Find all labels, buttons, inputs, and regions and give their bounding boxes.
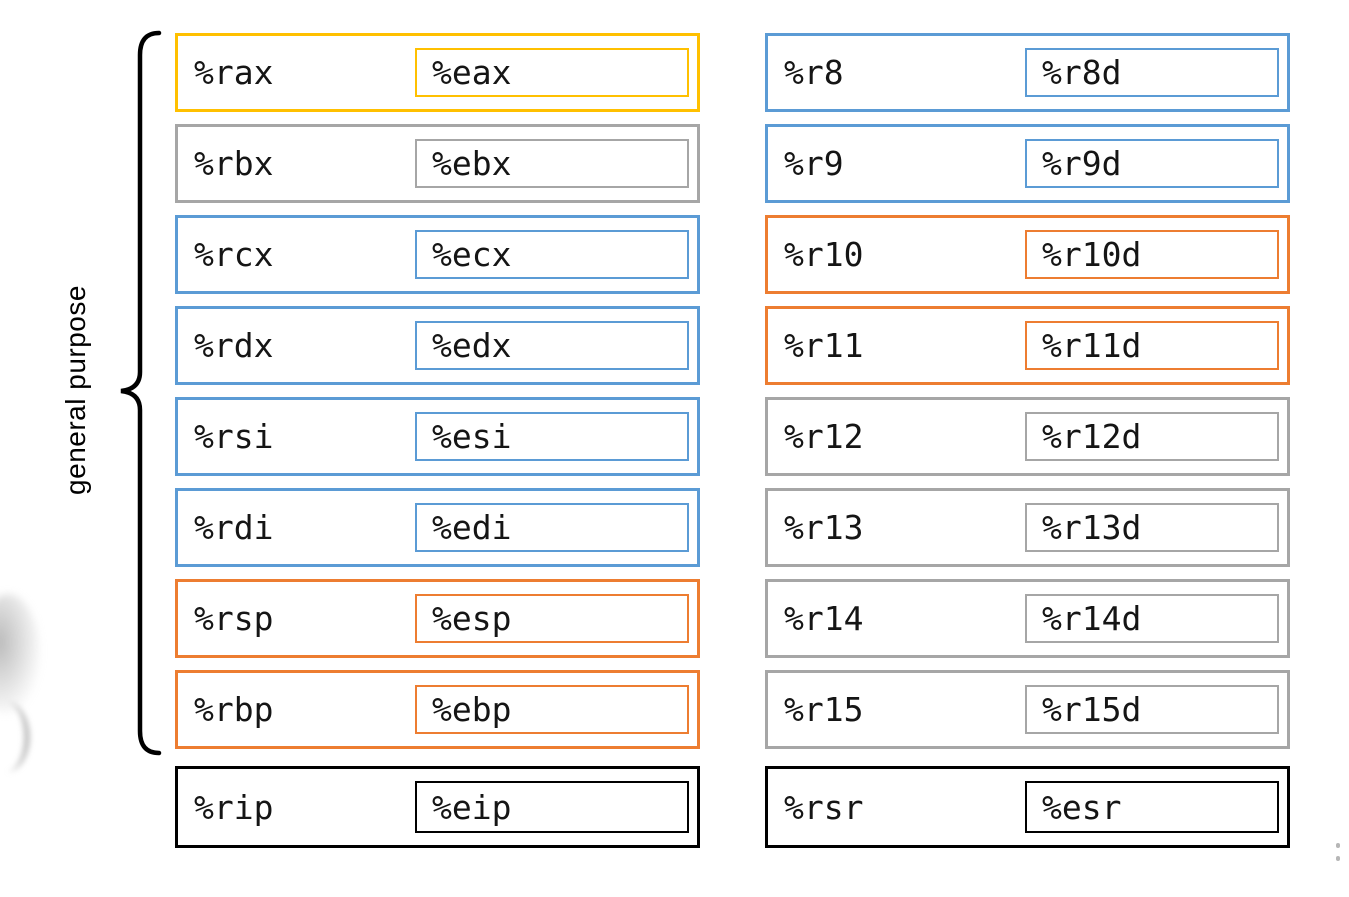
- register-32bit-box: %r11d: [1025, 321, 1279, 370]
- register-32bit-label: %r15d: [1042, 690, 1142, 729]
- register-32bit-label: %eip: [432, 787, 512, 827]
- register-32bit-box: %edi: [415, 503, 689, 552]
- register-32bit-label: %edx: [432, 326, 512, 365]
- register-row-r9: %r9 %r9d: [765, 124, 1290, 203]
- register-64bit-label: %rax: [194, 53, 274, 92]
- register-row-rcx: %rcx %ecx: [175, 215, 700, 294]
- general-purpose-label-text: general purpose: [60, 285, 91, 495]
- register-32bit-label: %ebp: [432, 690, 512, 729]
- register-32bit-label: %r9d: [1042, 144, 1122, 183]
- register-row-rip: %rip %eip: [175, 766, 700, 848]
- page-edge-speck: [1336, 856, 1340, 861]
- register-32bit-box: %r12d: [1025, 412, 1279, 461]
- register-64bit-label: %rsp: [194, 599, 274, 638]
- cropped-photo-fragment-edge: [0, 702, 30, 772]
- register-32bit-box: %ebx: [415, 139, 689, 188]
- register-row-r10: %r10 %r10d: [765, 215, 1290, 294]
- register-row-rax: %rax %eax: [175, 33, 700, 112]
- register-32bit-box: %r8d: [1025, 48, 1279, 97]
- register-64bit-label: %r15: [784, 690, 864, 729]
- register-32bit-label: %esi: [432, 417, 512, 456]
- register-32bit-label: %ebx: [432, 144, 512, 183]
- register-row-rsr: %rsr %esr: [765, 766, 1290, 848]
- register-64bit-label: %r12: [784, 417, 864, 456]
- register-32bit-box: %esr: [1025, 781, 1279, 833]
- register-32bit-label: %r13d: [1042, 508, 1142, 547]
- register-32bit-box: %esp: [415, 594, 689, 643]
- register-32bit-box: %r14d: [1025, 594, 1279, 643]
- register-column-right: %r8 %r8d %r9 %r9d %r10 %r10d %r11 %r11d …: [765, 33, 1290, 860]
- register-64bit-label: %rsr: [784, 787, 864, 827]
- register-64bit-label: %r13: [784, 508, 864, 547]
- register-32bit-label: %r12d: [1042, 417, 1142, 456]
- register-32bit-label: %r11d: [1042, 326, 1142, 365]
- register-64bit-label: %r9: [784, 144, 844, 183]
- register-32bit-box: %ebp: [415, 685, 689, 734]
- register-64bit-label: %rbp: [194, 690, 274, 729]
- register-32bit-label: %esr: [1042, 787, 1122, 827]
- register-row-rbp: %rbp %ebp: [175, 670, 700, 749]
- register-32bit-box: %eip: [415, 781, 689, 833]
- register-32bit-box: %r13d: [1025, 503, 1279, 552]
- register-row-rbx: %rbx %ebx: [175, 124, 700, 203]
- register-32bit-label: %edi: [432, 508, 512, 547]
- register-row-r15: %r15 %r15d: [765, 670, 1290, 749]
- general-purpose-brace: [120, 30, 162, 756]
- register-32bit-label: %r10d: [1042, 235, 1142, 274]
- register-64bit-label: %r8: [784, 53, 844, 92]
- register-32bit-label: %ecx: [432, 235, 512, 274]
- register-32bit-box: %esi: [415, 412, 689, 461]
- register-32bit-box: %r10d: [1025, 230, 1279, 279]
- register-row-rsi: %rsi %esi: [175, 397, 700, 476]
- register-64bit-label: %rcx: [194, 235, 274, 274]
- register-32bit-label: %r14d: [1042, 599, 1142, 638]
- register-64bit-label: %rip: [194, 787, 274, 827]
- register-row-r14: %r14 %r14d: [765, 579, 1290, 658]
- register-row-rdx: %rdx %edx: [175, 306, 700, 385]
- register-64bit-label: %r10: [784, 235, 864, 274]
- register-32bit-box: %r15d: [1025, 685, 1279, 734]
- register-64bit-label: %rsi: [194, 417, 274, 456]
- register-64bit-label: %rdi: [194, 508, 274, 547]
- register-32bit-label: %eax: [432, 53, 512, 92]
- register-32bit-label: %r8d: [1042, 53, 1122, 92]
- register-row-r13: %r13 %r13d: [765, 488, 1290, 567]
- page-edge-speck: [1336, 843, 1340, 848]
- register-row-rsp: %rsp %esp: [175, 579, 700, 658]
- register-row-r12: %r12 %r12d: [765, 397, 1290, 476]
- register-32bit-box: %edx: [415, 321, 689, 370]
- register-row-r11: %r11 %r11d: [765, 306, 1290, 385]
- register-32bit-box: %r9d: [1025, 139, 1279, 188]
- register-64bit-label: %r14: [784, 599, 864, 638]
- register-32bit-box: %ecx: [415, 230, 689, 279]
- register-64bit-label: %rdx: [194, 326, 274, 365]
- register-row-r8: %r8 %r8d: [765, 33, 1290, 112]
- register-32bit-label: %esp: [432, 599, 512, 638]
- register-column-left: %rax %eax %rbx %ebx %rcx %ecx %rdx %edx …: [175, 33, 700, 860]
- register-32bit-box: %eax: [415, 48, 689, 97]
- register-row-rdi: %rdi %edi: [175, 488, 700, 567]
- register-64bit-label: %r11: [784, 326, 864, 365]
- register-64bit-label: %rbx: [194, 144, 274, 183]
